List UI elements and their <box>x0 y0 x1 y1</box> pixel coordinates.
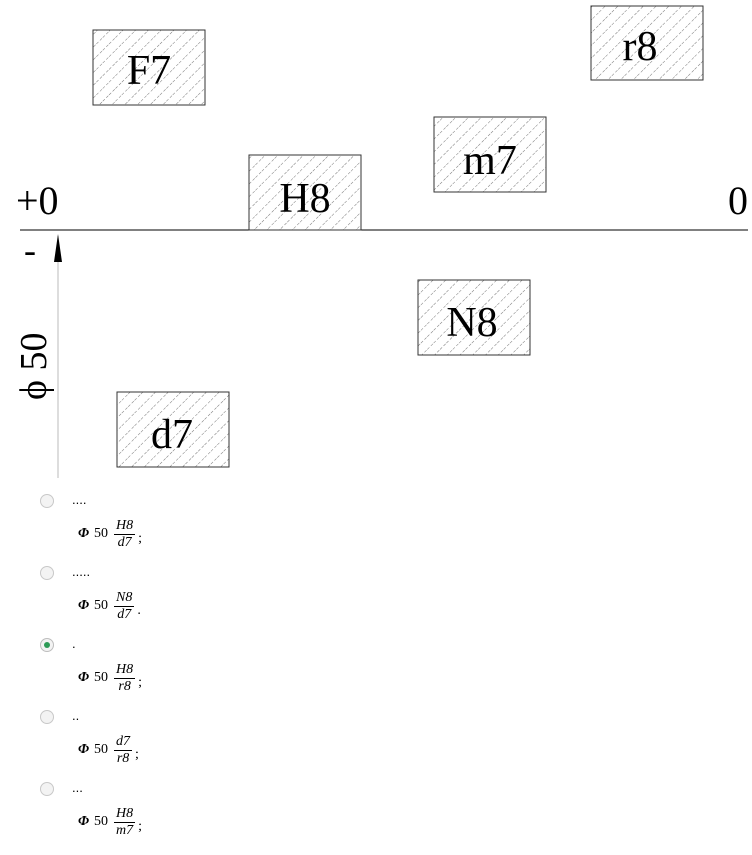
answer-option-5[interactable]: ... Φ 50 H8 m7 ; <box>0 772 752 844</box>
svg-text:m7: m7 <box>463 138 517 184</box>
fit-formula: Φ 50 H8 m7 ; <box>78 805 143 838</box>
hole-tolerance: d7 <box>114 733 133 751</box>
tolerance-field-d7: d7 <box>116 391 230 468</box>
svg-text:H8: H8 <box>279 176 330 222</box>
minus-label: - <box>24 230 36 270</box>
svg-text:F7: F7 <box>127 48 171 94</box>
option-marker: .... <box>72 492 87 507</box>
option-marker: .. <box>72 708 80 723</box>
shaft-tolerance: r8 <box>118 678 131 694</box>
radio-button[interactable] <box>40 782 54 796</box>
fit-formula: Φ 50 H8 d7 ; <box>78 517 143 550</box>
fit-formula: Φ 50 d7 r8 ; <box>78 733 139 766</box>
tolerance-fields-diagram: +0 0 - ϕ 50 F7 r8 m7 H8 N8 d7 <box>13 5 748 478</box>
fit-formula: Φ 50 N8 d7 . <box>78 589 141 622</box>
radio-button[interactable] <box>40 710 54 724</box>
answer-option-2[interactable]: ..... Φ 50 N8 d7 . <box>0 556 752 628</box>
svg-text:N8: N8 <box>446 300 497 346</box>
shaft-tolerance: d7 <box>117 534 132 550</box>
hole-tolerance: H8 <box>114 805 136 823</box>
zero-label-right: 0 <box>728 178 748 223</box>
hole-tolerance: H8 <box>114 517 136 535</box>
shaft-tolerance: m7 <box>116 822 134 838</box>
radio-button[interactable] <box>40 566 54 580</box>
svg-text:r8: r8 <box>623 24 658 70</box>
answer-option-4[interactable]: .. Φ 50 d7 r8 ; <box>0 700 752 772</box>
radio-button[interactable] <box>40 494 54 508</box>
answer-option-3[interactable]: . Φ 50 H8 r8 ; <box>0 628 752 700</box>
answer-option-1[interactable]: .... Φ 50 H8 d7 ; <box>0 484 752 556</box>
tolerance-field-m7: m7 <box>433 116 547 193</box>
hole-tolerance: N8 <box>114 589 135 607</box>
tolerance-field-r8: r8 <box>590 5 704 81</box>
option-marker: ... <box>72 780 83 795</box>
option-marker: ..... <box>72 564 91 579</box>
hole-tolerance: H8 <box>114 661 136 679</box>
diameter-label: ϕ 50 <box>13 332 55 400</box>
fit-formula: Φ 50 H8 r8 ; <box>78 661 143 694</box>
tolerance-field-f7: F7 <box>92 29 206 106</box>
tolerance-field-h8: H8 <box>248 154 362 231</box>
option-marker: . <box>72 636 76 651</box>
radio-button[interactable] <box>40 638 54 652</box>
zero-label-left: +0 <box>16 178 59 223</box>
dimension-arrow-icon <box>54 234 62 262</box>
shaft-tolerance: r8 <box>116 750 130 766</box>
svg-text:d7: d7 <box>151 412 193 458</box>
tolerance-field-n8: N8 <box>417 279 531 356</box>
shaft-tolerance: d7 <box>117 606 132 622</box>
